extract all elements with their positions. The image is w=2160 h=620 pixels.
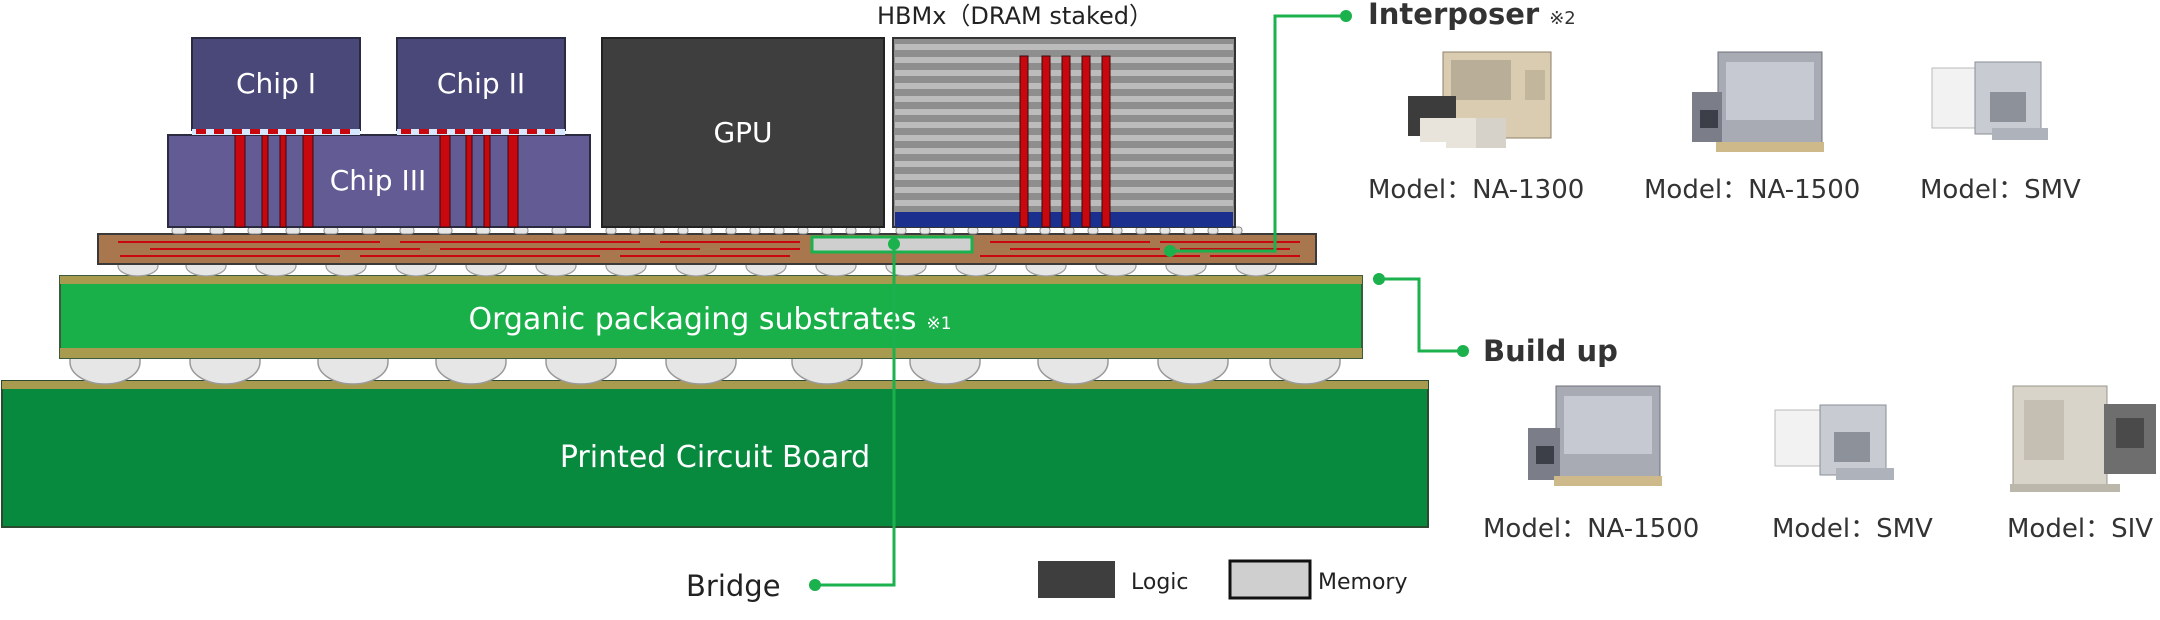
chip-ii: Chip II	[396, 37, 566, 131]
gpu-label: GPU	[713, 116, 772, 149]
chip-i-label: Chip I	[236, 67, 316, 100]
interposer-model-3: Model：SMV	[1920, 175, 2081, 205]
hbm-stack: HBMx（DRAM staked）	[877, 2, 1236, 228]
legend: Logic Memory	[1038, 559, 1407, 600]
chip-iii-label: Chip III	[330, 164, 427, 197]
micro-bumps	[171, 226, 1243, 235]
machine-photo-na1500	[1692, 51, 1824, 152]
callout-lines	[815, 14, 1463, 587]
substrate-label: Organic packaging substrates※1	[468, 302, 951, 337]
machine-photo-na1300	[1408, 51, 1552, 148]
chip-ii-label: Chip II	[437, 67, 525, 100]
callout-dots	[809, 10, 1469, 591]
legend-logic-swatch	[1038, 561, 1115, 598]
chip-iii: Chip III	[167, 134, 591, 228]
interposer-model-2: Model：NA-1500	[1644, 175, 1860, 205]
gpu-die: GPU	[601, 37, 885, 228]
c4-bumps	[117, 263, 1277, 277]
buildup-model-1: Model：NA-1500	[1483, 514, 1699, 544]
legend-memory-label: Memory	[1318, 570, 1407, 595]
bridge-callout-label: Bridge	[686, 569, 781, 603]
buildup-model-2: Model：SMV	[1772, 514, 1933, 544]
machine-photo-smv	[1931, 61, 2048, 140]
interposer-callout-label: Interposer※2	[1368, 0, 1576, 31]
buildup-model-3: Model：SIV	[2007, 514, 2153, 544]
printed-circuit-board: Printed Circuit Board	[1, 380, 1429, 528]
pcb-label: Printed Circuit Board	[560, 440, 870, 475]
interposer-model-1: Model：NA-1300	[1368, 175, 1584, 205]
machine-photo-siv	[2010, 385, 2156, 492]
bga-solder-balls	[69, 357, 1341, 385]
chip-i: Chip I	[191, 37, 361, 131]
machine-photo-na1500-buildup	[1528, 385, 1662, 486]
buildup-callout-label: Build up	[1483, 334, 1618, 368]
legend-memory-swatch	[1228, 559, 1312, 600]
interposer	[97, 233, 1317, 265]
legend-logic-label: Logic	[1131, 570, 1189, 595]
hbm-title: HBMx（DRAM staked）	[877, 2, 1153, 30]
hybrid-bond-layer	[192, 129, 565, 135]
organic-packaging-substrate: Organic packaging substrates※1	[59, 275, 1363, 359]
machine-photo-smv-buildup	[1774, 404, 1894, 480]
